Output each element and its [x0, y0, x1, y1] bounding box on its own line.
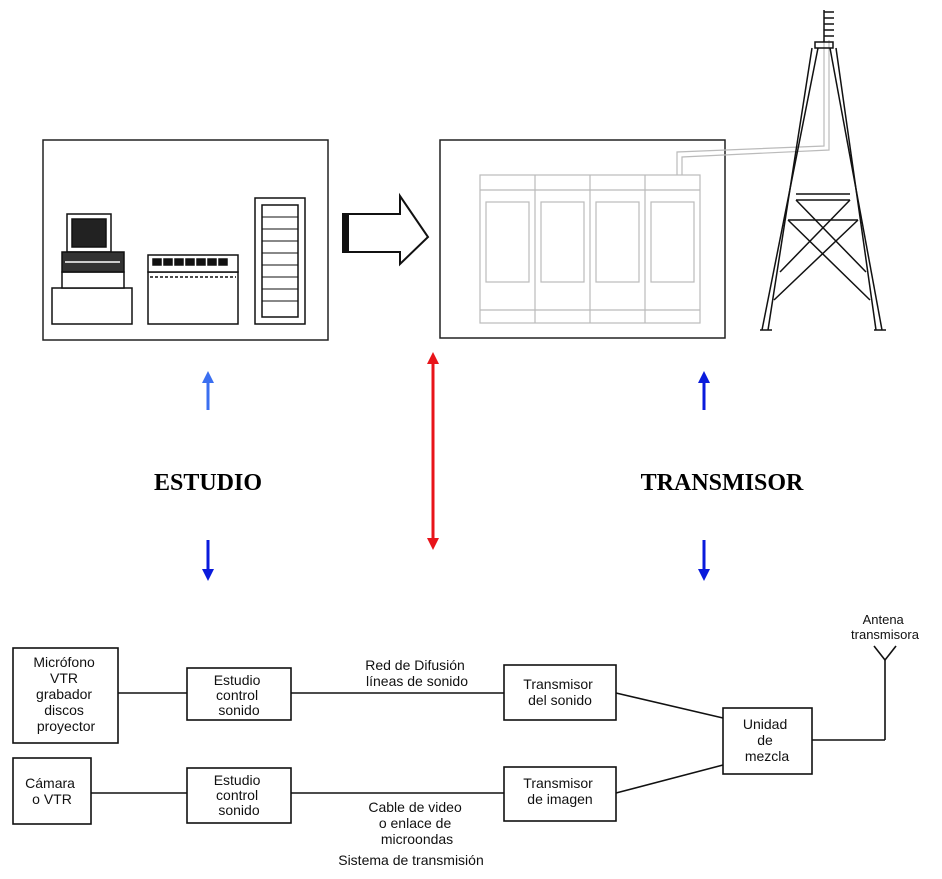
mixing-console-icon	[147, 254, 239, 325]
mixer-label: Unidad de mezcla	[743, 716, 791, 764]
net-audio-label: Red de Difusión líneas de sonido	[365, 657, 469, 689]
source-video-label: Cámara o VTR	[25, 775, 79, 807]
equipment-rack-icon	[254, 197, 306, 325]
studio-video-label: Estudio control sonido	[214, 772, 265, 818]
block-diagram	[12, 647, 886, 825]
tx-video-label: Transmisor de imagen	[523, 775, 596, 807]
box-studio-video	[186, 767, 292, 824]
estudio-label: ESTUDIO	[154, 470, 262, 496]
box-studio-audio	[186, 667, 292, 721]
studio-audio-label: Estudio control sonido	[214, 672, 265, 718]
tx-audio-label: Transmisor del sonido	[523, 676, 596, 708]
box-sources-audio	[12, 647, 119, 744]
caption: Sistema de transmisión	[338, 852, 484, 868]
net-video-label: Cable de video o enlace de microondas	[368, 799, 465, 847]
box-mixer	[722, 707, 813, 775]
antenna-tower-icon	[760, 10, 886, 331]
transmitter-panel	[439, 40, 830, 339]
box-source-video	[12, 757, 92, 825]
transmisor-label: TRANSMISOR	[641, 470, 804, 496]
antenna-label: Antena transmisora	[851, 612, 920, 642]
antenna-symbol-icon	[873, 645, 897, 661]
transmitter-cabinet-icon	[479, 174, 701, 324]
box-tx-video	[503, 766, 617, 822]
studio-panel	[42, 139, 329, 341]
transfer-arrow-icon	[342, 192, 430, 267]
computer-icon	[51, 213, 133, 325]
sources-audio-label: Micrófono VTR grabador discos proyector	[33, 654, 98, 734]
